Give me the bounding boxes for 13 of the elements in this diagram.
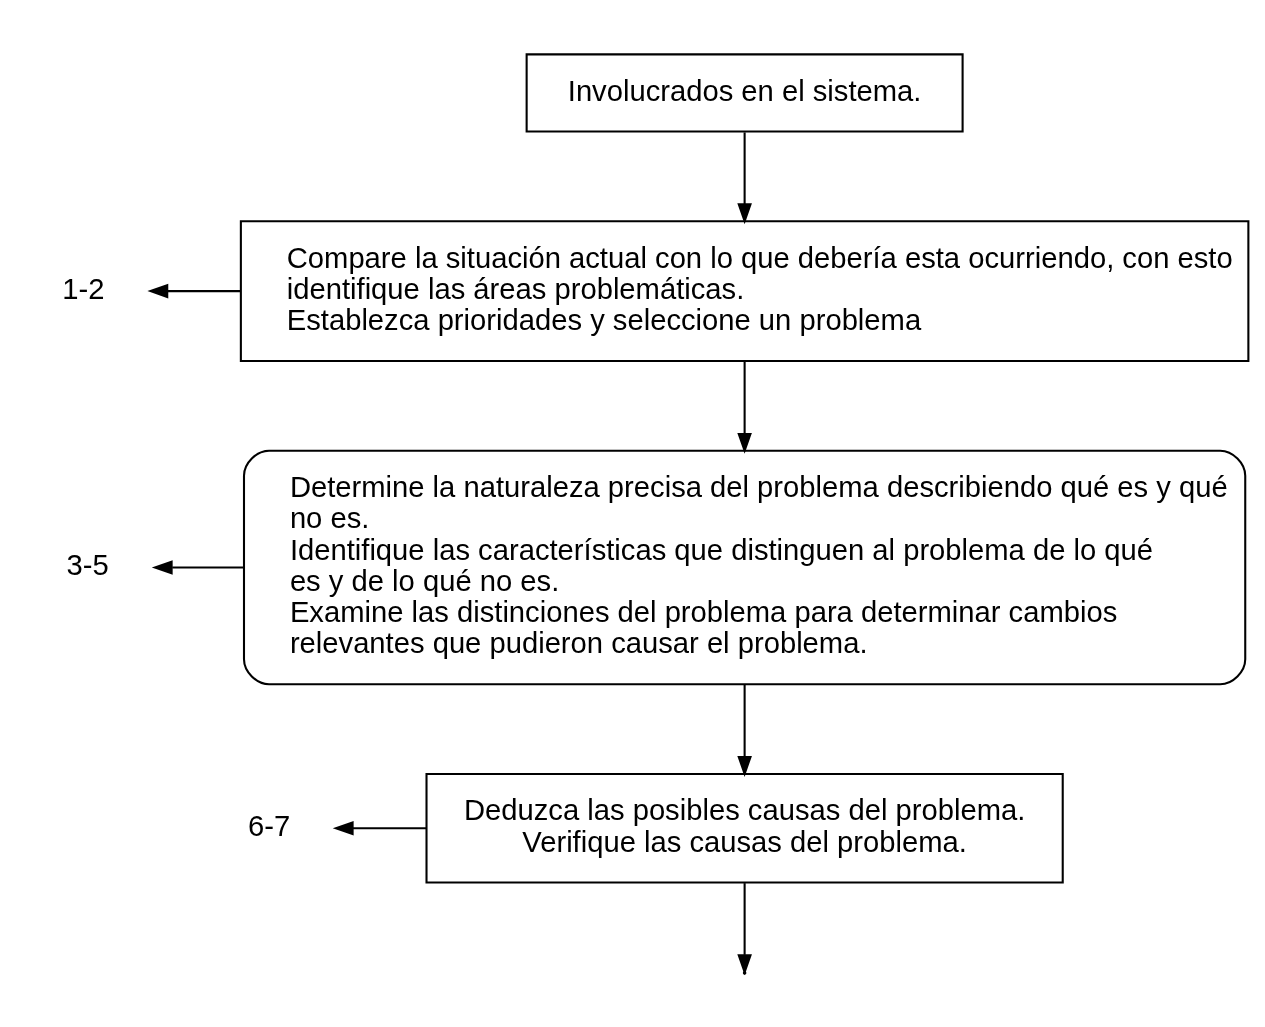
arrow: [737, 131, 752, 224]
node-box: Involucrados en el sistema.: [525, 52, 964, 133]
node-box: Deduzca las posibles causas del problema. Verifique las causas del problema.: [425, 772, 1064, 883]
arrow: [737, 360, 752, 454]
node-text: 1-2: [62, 272, 105, 305]
arrow: [147, 283, 241, 298]
node-text: 3-5: [66, 548, 109, 581]
node-box: Determine la naturaleza precisa del problema describiendo qué es y qué no es. Identifique las características que distinguen al problema de lo qué es y de lo qué no es. Examine las distinciones del problema para determinar cambios relevantes que pudieron causar el problema.: [242, 449, 1247, 685]
arrow: [737, 683, 752, 777]
arrow: [332, 820, 427, 836]
node-text: 6-7: [247, 809, 291, 842]
node-box: Compare la situación actual con lo que debería esta ocurriendo, con esto identifique las áreas problemáticas. Establezca prioridades y seleccione un problema: [239, 219, 1250, 362]
arrow: [151, 559, 244, 575]
